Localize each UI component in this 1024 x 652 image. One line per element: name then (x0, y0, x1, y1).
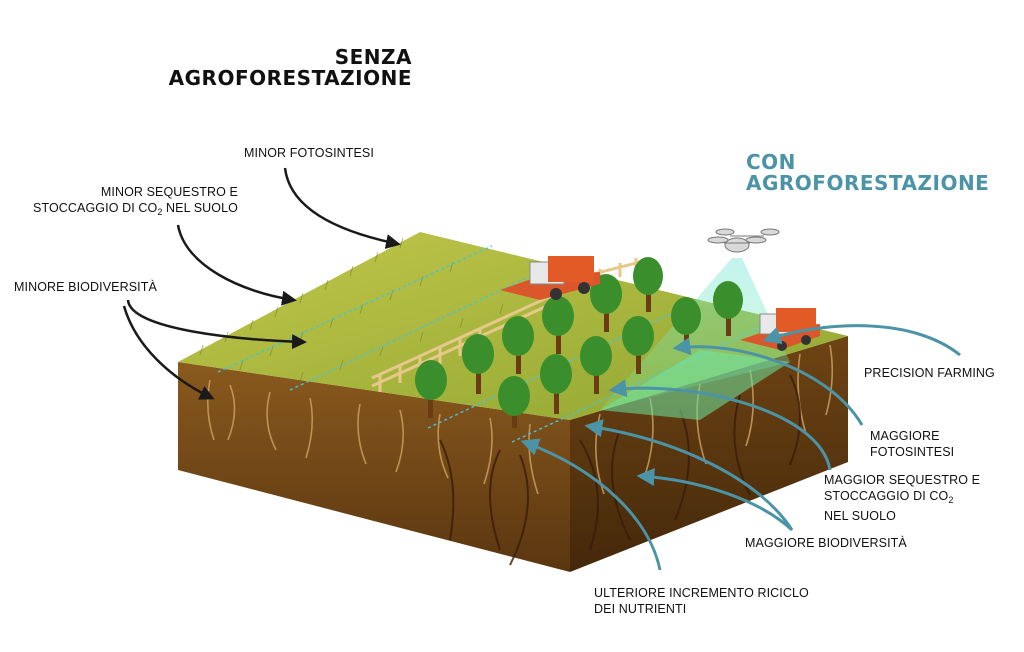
label-greater-sequestration: MAGGIOR SEQUESTRO E STOCCAGGIO DI CO2 NE… (824, 473, 981, 523)
tree-icon (502, 316, 534, 374)
arrow-precision-farming (762, 324, 961, 357)
arrow-minor-photosynthesis (283, 167, 401, 249)
arrow-biodiversity-soil (636, 467, 794, 532)
label-minor-biodiversity: MINORE BIODIVERSITÀ (14, 280, 157, 294)
tree-icon (622, 316, 654, 374)
tree-icon (415, 360, 447, 418)
arrow-greater-biodiversity (584, 419, 794, 531)
label-greater-photosynthesis: MAGGIORE FOTOSINTESI (870, 429, 955, 459)
soil-front-face (178, 362, 570, 572)
tree-icon (542, 296, 574, 354)
label-precision-farming: PRECISION FARMING (864, 366, 995, 380)
heading-without-agroforestry: SENZA AGROFORESTAZIONE (168, 45, 412, 90)
arrow-minor-biodiversity-1 (126, 299, 307, 350)
arrow-nutrients (520, 438, 662, 571)
trees (415, 257, 743, 428)
arrow-greater-sequestration (608, 379, 832, 471)
left-arrows (122, 167, 401, 400)
heading-with-agroforestry: CON AGROFORESTAZIONE (746, 150, 990, 195)
label-nutrient-recycling: ULTERIORE INCREMENTO RICICLO DEI NUTRIEN… (594, 586, 809, 616)
soil-side-face (570, 336, 848, 572)
tree-icon (540, 354, 572, 414)
tree-icon (633, 257, 663, 312)
harvester-icon (500, 256, 600, 300)
deep-roots (439, 374, 801, 566)
arrow-greater-photosynthesis (672, 337, 864, 426)
tree-icon (580, 336, 612, 394)
label-greater-biodiversity: MAGGIORE BIODIVERSITÀ (745, 536, 907, 550)
tree-icon (713, 281, 743, 336)
tree-icon (462, 334, 494, 394)
arrow-minor-sequestration (176, 224, 297, 306)
label-minor-sequestration: MINOR SEQUESTRO E STOCCAGGIO DI CO2 NEL … (33, 185, 238, 217)
right-arrows (520, 324, 961, 571)
tree-icon (498, 376, 530, 428)
arrow-minor-biodiversity-2 (122, 305, 215, 400)
roots (206, 344, 834, 495)
drone-icon (707, 228, 780, 253)
wheat-texture (199, 237, 504, 383)
label-minor-photosynthesis: MINOR FOTOSINTESI (244, 146, 374, 160)
